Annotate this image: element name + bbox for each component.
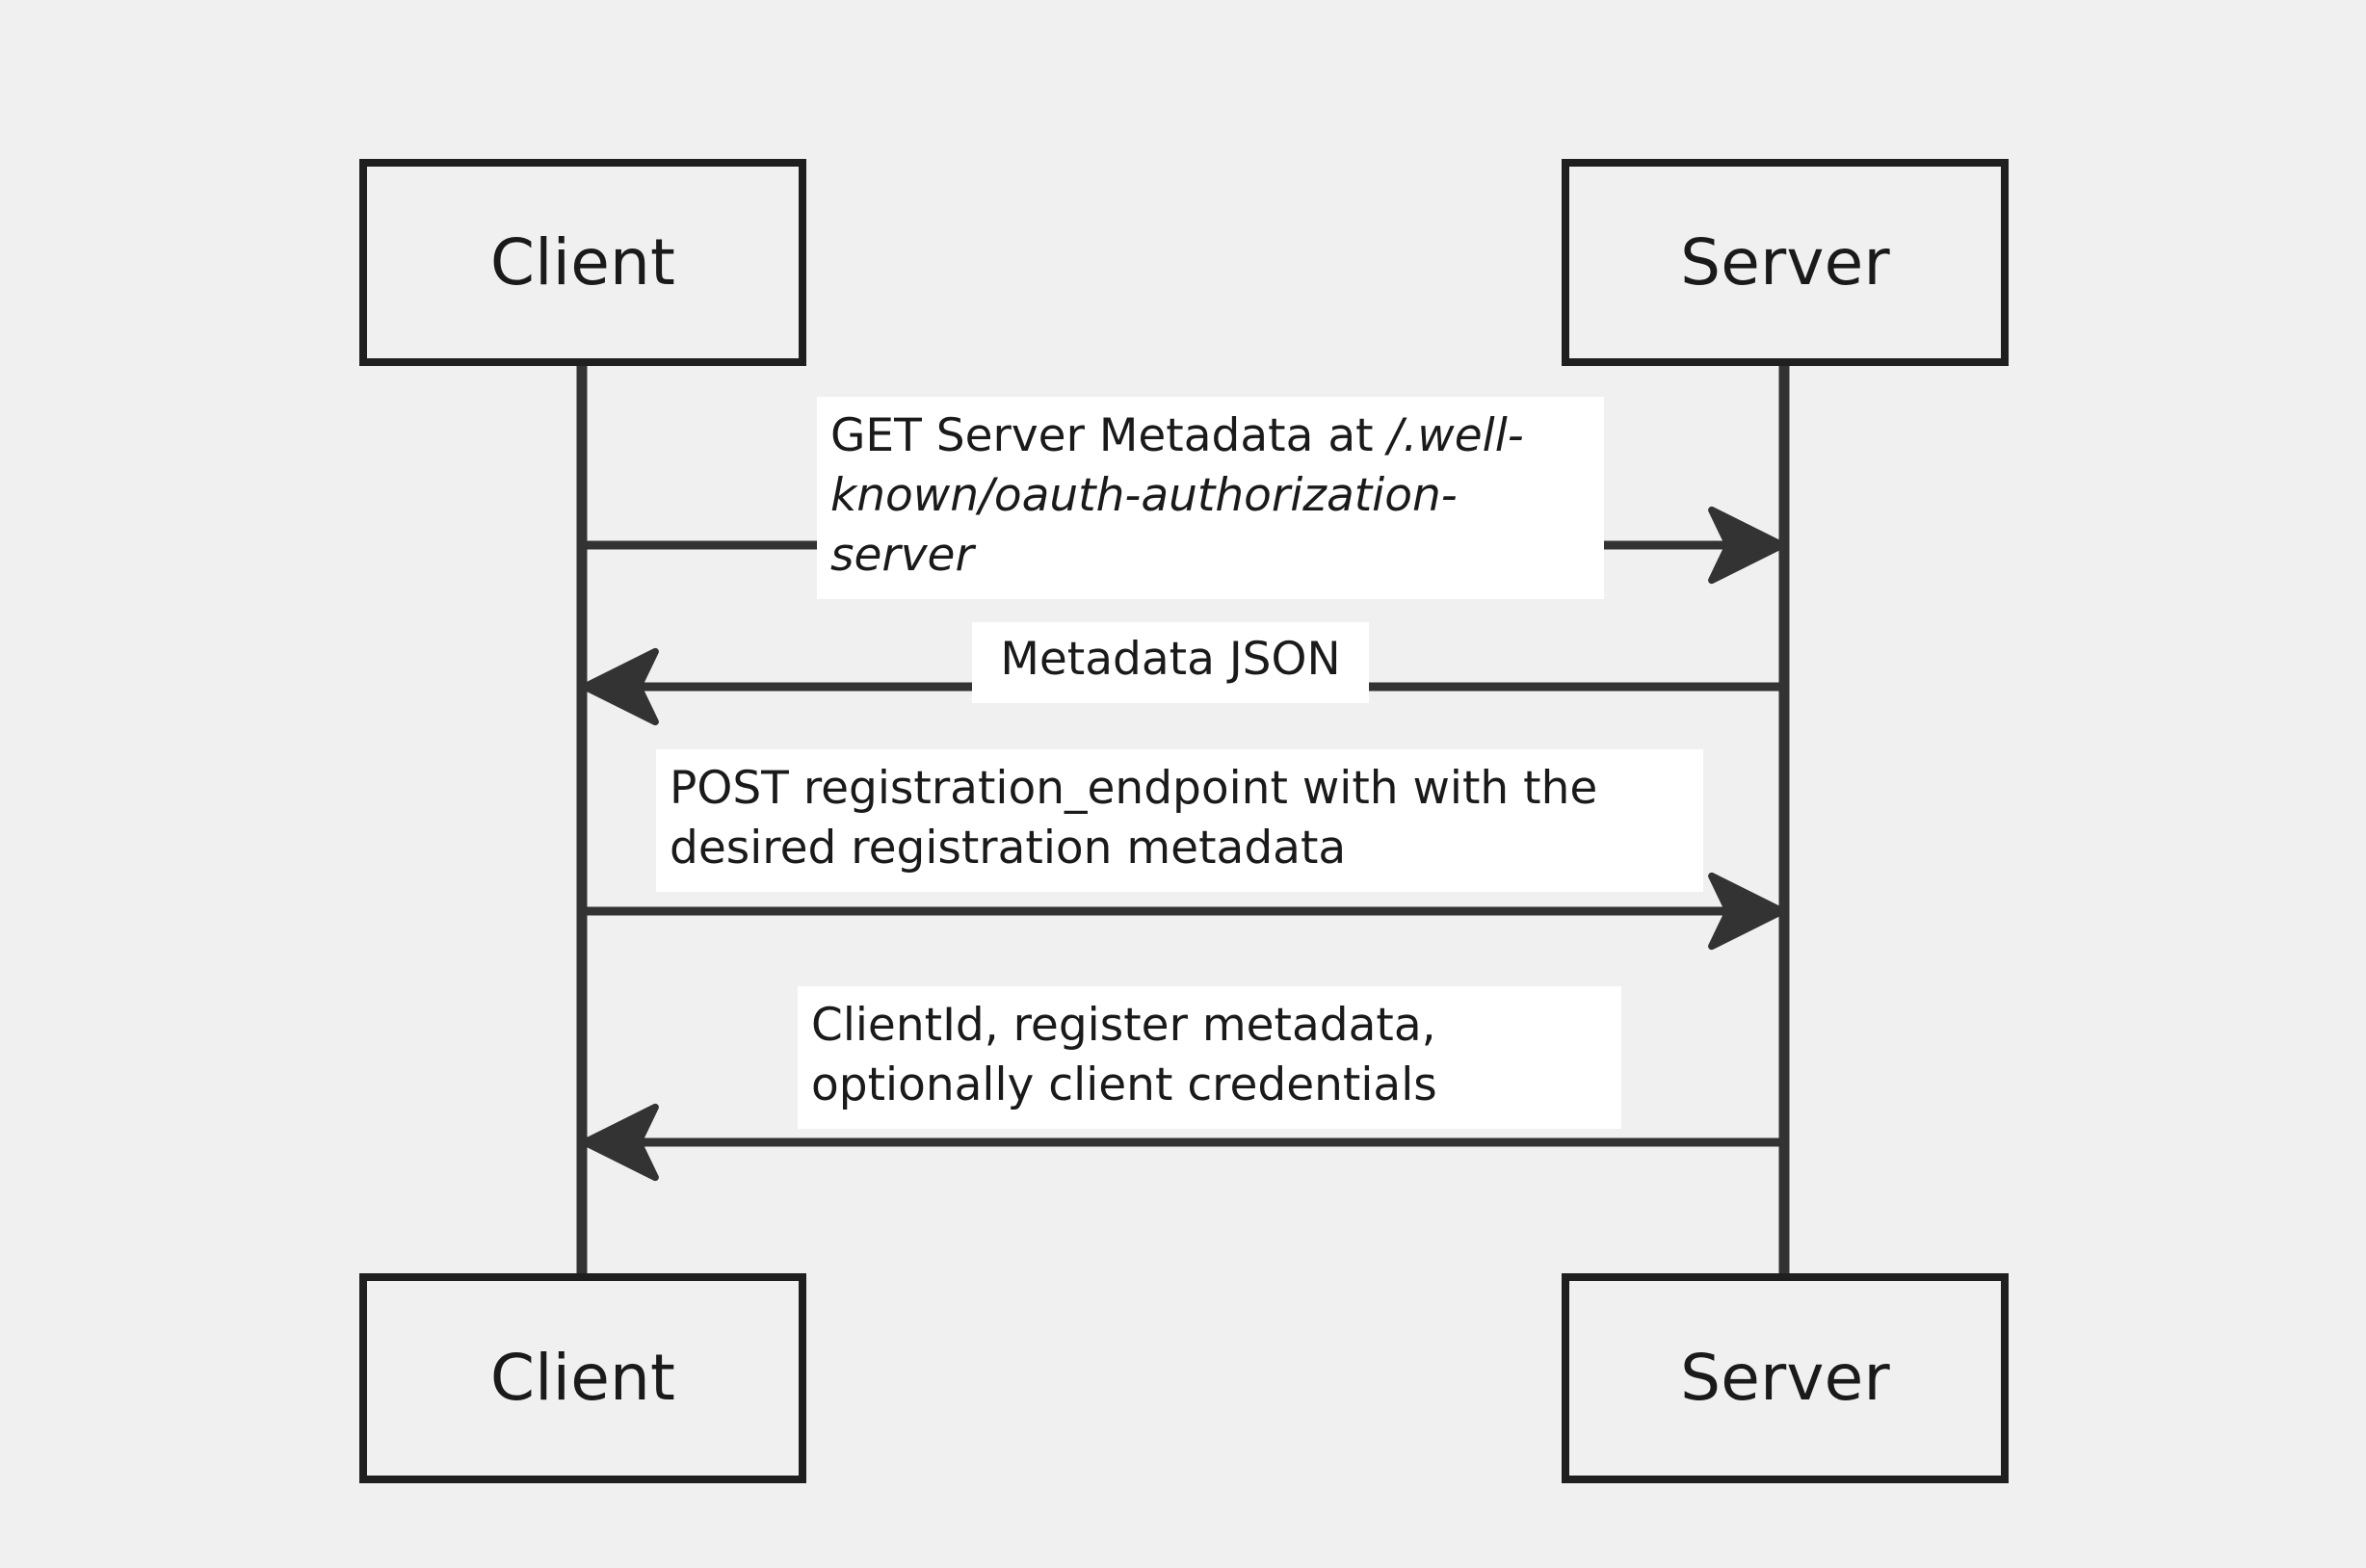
- message-label-4: ClientId, register metadata, optionally …: [798, 986, 1621, 1130]
- message-label-2: Metadata JSON: [972, 622, 1369, 704]
- message-label-4-plain: ClientId, register metadata, optionally …: [811, 999, 1451, 1112]
- participant-box-client-bottom[interactable]: Client: [359, 1273, 806, 1483]
- message-label-1-plain: GET Server Metadata at: [830, 409, 1374, 462]
- message-label-2-plain: Metadata JSON: [1000, 633, 1341, 686]
- participant-label-client-bottom: Client: [489, 1341, 676, 1415]
- participant-label-server-top: Server: [1680, 224, 1890, 300]
- participant-box-server-top[interactable]: Server: [1562, 159, 2009, 366]
- message-label-3-plain: POST registration_endpoint with with the…: [670, 762, 1613, 875]
- message-label-1: GET Server Metadata at /.well-known/oaut…: [817, 397, 1604, 600]
- participant-box-client-top[interactable]: Client: [359, 159, 806, 366]
- message-label-1-italic: /.well-known/oauth-authorization-server: [830, 409, 1524, 583]
- participant-label-server-bottom: Server: [1680, 1341, 1890, 1415]
- participant-box-server-bottom[interactable]: Server: [1562, 1273, 2009, 1483]
- message-label-3: POST registration_endpoint with with the…: [656, 749, 1703, 893]
- participant-label-client-top: Client: [489, 224, 676, 300]
